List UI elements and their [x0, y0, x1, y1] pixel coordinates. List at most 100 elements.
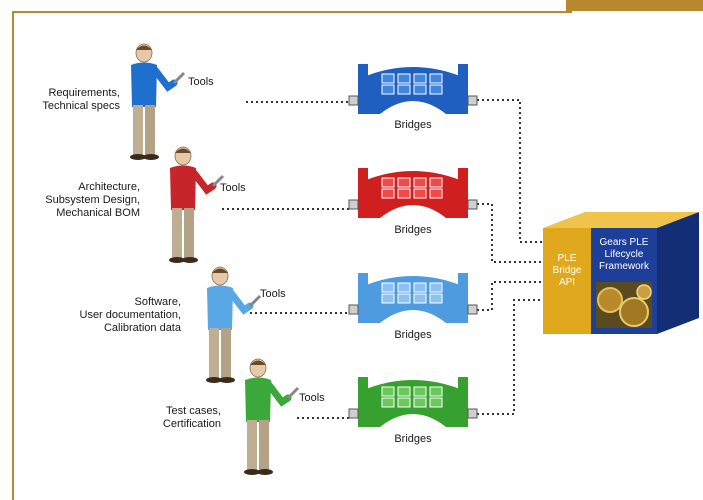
row-label-req-1: Technical specs [42, 100, 120, 112]
bridge-left-tower [358, 168, 368, 218]
bridge-caption-arch: Bridges [394, 224, 432, 236]
row-labels: Requirements, Technical specs Architectu… [42, 87, 221, 430]
tools-label-sw: Tools [260, 288, 286, 300]
plug-right-icon [467, 408, 478, 419]
bridge-window [413, 73, 427, 84]
bridge-window [413, 84, 427, 95]
bridge-window [429, 282, 443, 293]
people [130, 43, 300, 475]
api-box [543, 228, 591, 334]
person-req-icon [130, 43, 186, 160]
bridge-caption-test: Bridges [394, 433, 432, 445]
bridge-window [397, 188, 411, 199]
bridge-window [397, 177, 411, 188]
bridge-arch [366, 276, 460, 323]
gear-icon [636, 284, 652, 300]
bridge-captions: Bridges Bridges Bridges Bridges [394, 119, 432, 445]
framework-block: PLE Bridge API Gears PLE Lifecycle Frame… [543, 212, 699, 334]
bridge-window [397, 84, 411, 95]
bridges [348, 64, 478, 427]
bridge-window [397, 282, 411, 293]
block-side-face [657, 212, 699, 334]
row-label-sw-2: Calibration data [104, 322, 182, 334]
connector-line [477, 203, 543, 263]
tools-labels: Tools Tools Tools Tools [188, 76, 325, 404]
bridge-window [429, 397, 443, 408]
bridge-window [413, 188, 427, 199]
bridge-right-tower [458, 273, 468, 323]
bridge-window [413, 282, 427, 293]
bridge-left-tower [358, 377, 368, 427]
plug-left-icon [348, 304, 359, 315]
bridge-arch [366, 67, 460, 114]
block-top-face [543, 212, 699, 228]
bridge-test [348, 377, 478, 427]
tools-label-test: Tools [299, 392, 325, 404]
tools-label-arch: Tools [220, 182, 246, 194]
frame-top-rule [12, 11, 572, 13]
bridge-arch [348, 168, 478, 218]
bridge-left-tower [358, 273, 368, 323]
plug-left-icon [348, 199, 359, 210]
bridge-right-tower [458, 64, 468, 114]
bridge-req [348, 64, 478, 114]
frame-left-rule [12, 11, 14, 500]
bridge-caption-req: Bridges [394, 119, 432, 131]
row-label-arch-1: Subsystem Design, [45, 194, 140, 206]
bridge-window [381, 293, 395, 304]
row-label-sw-0: Software, [135, 296, 181, 308]
bridge-window [397, 397, 411, 408]
wrench-icon [286, 386, 300, 400]
row-label-sw-1: User documentation, [80, 309, 182, 321]
person-sw-icon [206, 266, 262, 383]
bridge-window [397, 386, 411, 397]
wrench-icon [172, 71, 186, 85]
row-label-test-1: Certification [163, 418, 221, 430]
bridge-arch [366, 171, 460, 218]
plug-left-icon [348, 408, 359, 419]
plug-right-icon [467, 304, 478, 315]
bridge-sw [348, 273, 478, 323]
row-label-test-0: Test cases, [166, 405, 221, 417]
bridge-window [429, 177, 443, 188]
bridge-window [381, 84, 395, 95]
bridge-caption-sw: Bridges [394, 329, 432, 341]
bridge-window [381, 282, 395, 293]
bridge-left-tower [358, 64, 368, 114]
bridge-right-tower [458, 168, 468, 218]
api-line-0: PLE [558, 253, 577, 264]
bridge-window [429, 73, 443, 84]
plug-left-icon [348, 95, 359, 106]
gear-icon [619, 297, 649, 327]
bridge-window [413, 177, 427, 188]
bridge-window [381, 73, 395, 84]
connectors [222, 99, 543, 419]
api-line-2: API [559, 277, 575, 288]
bridge-window [413, 397, 427, 408]
connector-line [477, 99, 543, 243]
api-line-1: Bridge [553, 265, 582, 276]
bridge-window [413, 293, 427, 304]
framework-line-1: Lifecycle [605, 249, 644, 260]
bridge-window [397, 73, 411, 84]
wrench-icon [248, 294, 262, 308]
bridge-window [381, 188, 395, 199]
row-label-arch-0: Architecture, [78, 181, 140, 193]
person-arch-icon [169, 146, 225, 263]
corner-tab [566, 0, 703, 11]
plug-right-icon [467, 95, 478, 106]
bridge-window [429, 84, 443, 95]
bridge-window [397, 293, 411, 304]
row-label-req-0: Requirements, [48, 87, 120, 99]
bridge-window [429, 293, 443, 304]
row-label-arch-2: Mechanical BOM [56, 207, 140, 219]
plug-right-icon [467, 199, 478, 210]
connector-line [477, 299, 543, 415]
person-test-icon [244, 358, 300, 475]
bridge-arch [366, 380, 460, 427]
bridge-window [429, 386, 443, 397]
bridge-window [381, 397, 395, 408]
bridge-window [381, 177, 395, 188]
